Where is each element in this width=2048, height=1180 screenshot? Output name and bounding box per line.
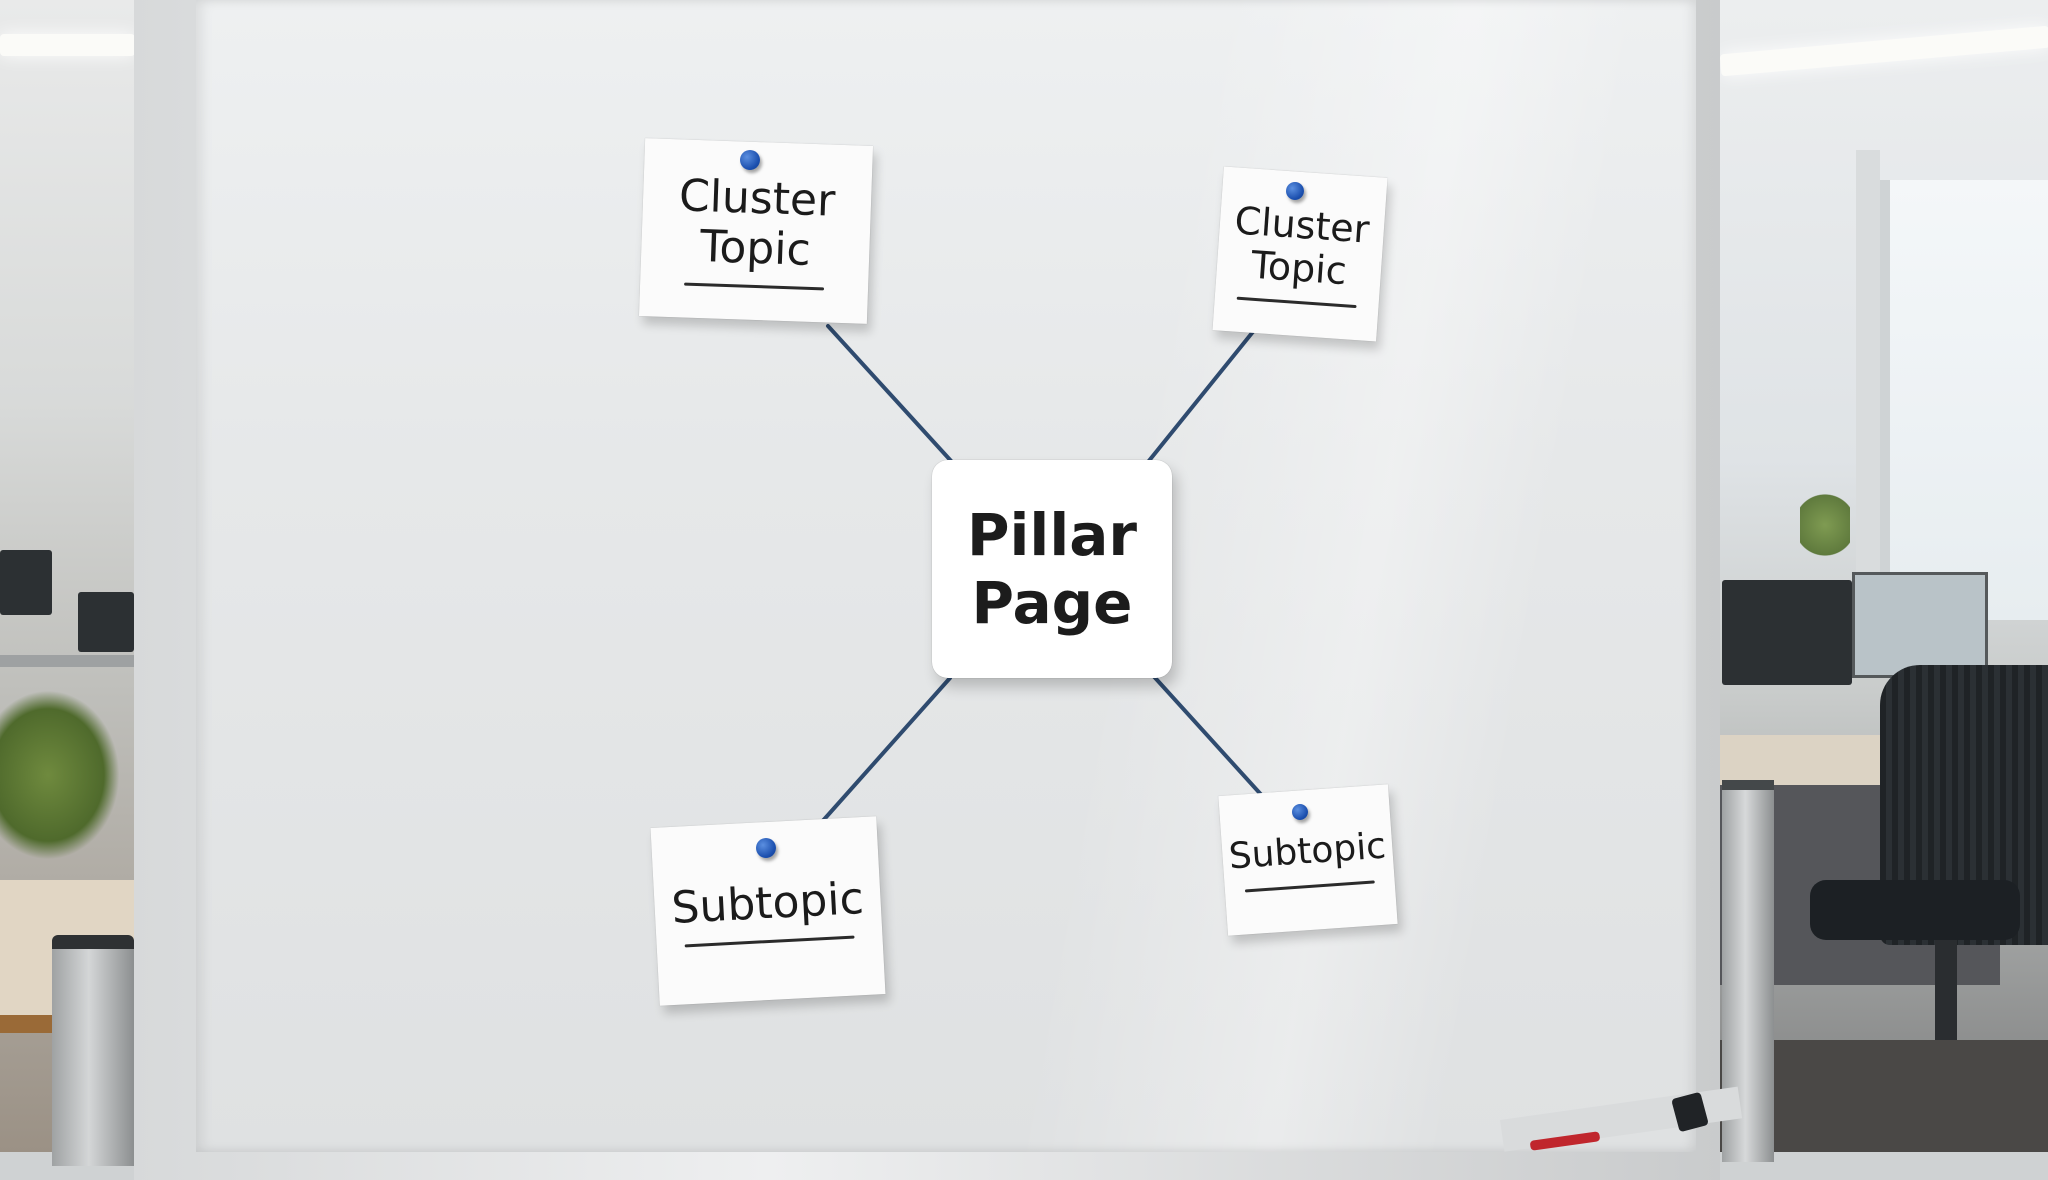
subtopic-note[interactable]: Subtopic: [1218, 784, 1398, 936]
background-monitor: [78, 592, 134, 652]
connector-line: [826, 324, 954, 464]
diagram-connectors: [818, 324, 1268, 826]
connector-line: [1146, 668, 1268, 802]
connector-line: [1146, 326, 1258, 464]
pillar-page-node[interactable]: Pillar Page: [932, 460, 1172, 678]
office-chair-seat: [1810, 880, 2020, 940]
shelf: [0, 655, 150, 667]
cluster-topic-label: Cluster Topic: [1233, 198, 1371, 293]
background-monitor: [1722, 580, 1852, 685]
window-frame: [1856, 150, 1880, 620]
office-window: [1880, 180, 2048, 620]
office-plant: [1800, 490, 1850, 560]
push-pin-icon: [756, 838, 776, 858]
subtopic-label: Subtopic: [670, 872, 865, 934]
subtopic-label: Subtopic: [1227, 825, 1388, 878]
handwritten-underline: [684, 935, 855, 948]
cluster-topic-label: Cluster Topic: [678, 170, 837, 276]
pillar-page-label: Pillar Page: [967, 500, 1137, 637]
handwritten-underline: [1244, 880, 1375, 893]
office-chair-stem: [1935, 940, 1957, 1060]
push-pin-icon: [1286, 182, 1304, 200]
ceiling-light: [0, 34, 135, 56]
handwritten-underline: [684, 282, 825, 291]
push-pin-icon: [740, 150, 760, 170]
connector-line: [818, 676, 952, 826]
handwritten-underline: [1236, 296, 1357, 309]
push-pin-icon: [1292, 804, 1308, 820]
whiteboard-stand-leg: [52, 935, 134, 1166]
background-monitor: [0, 550, 52, 615]
office-plant: [0, 690, 120, 860]
